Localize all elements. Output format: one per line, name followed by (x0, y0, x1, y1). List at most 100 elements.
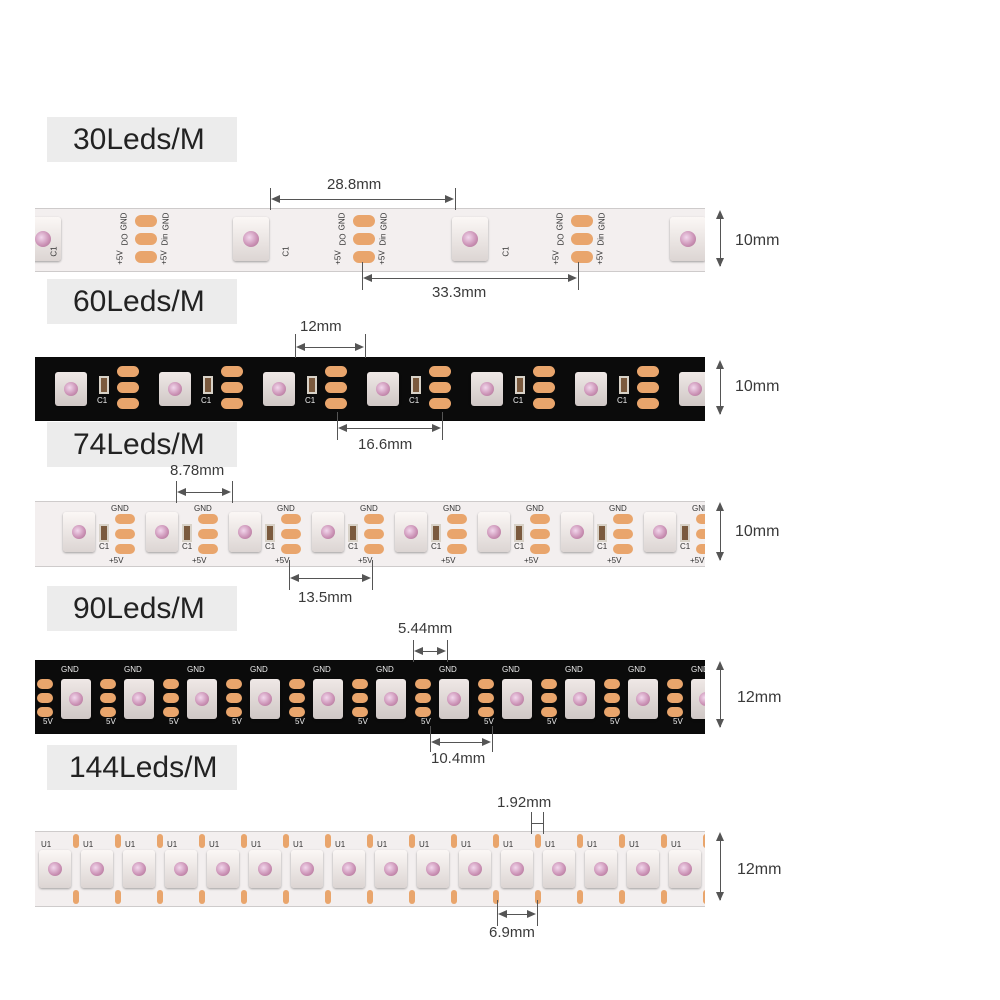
solder-pad (283, 890, 289, 904)
solder-pad (364, 529, 384, 539)
solder-pad (637, 366, 659, 377)
strip-title-box: 60Leds/M (47, 279, 237, 324)
led-lens (69, 692, 83, 706)
solder-pad (199, 890, 205, 904)
dim-line (342, 428, 437, 429)
led-chip (263, 372, 295, 406)
solder-pad (289, 679, 305, 689)
led-chip (313, 679, 343, 719)
led-lens (258, 692, 272, 706)
silkscreen-label: GND (250, 665, 268, 674)
capacitor (680, 524, 690, 542)
height-arrow-up-icon (716, 832, 724, 841)
led-chip (471, 372, 503, 406)
dim-line (501, 914, 533, 915)
silkscreen-label: +5V (524, 556, 539, 565)
silkscreen-label: U1 (587, 840, 598, 849)
solder-pad (409, 890, 415, 904)
led-chip (417, 850, 449, 888)
led-chip (159, 372, 191, 406)
solder-pad (157, 890, 163, 904)
dim-tick (176, 481, 177, 503)
dim-arrow-left-icon (290, 574, 299, 582)
led-lens (272, 382, 286, 396)
silkscreen-label: U1 (41, 840, 52, 849)
silkscreen-label: C1 (431, 542, 442, 551)
solder-pad (241, 890, 247, 904)
strip-title: 90Leds/M (73, 592, 205, 625)
solder-pad (409, 834, 415, 848)
led-chip (644, 512, 676, 552)
silkscreen-label: GND (194, 504, 212, 513)
led-chip (679, 372, 705, 406)
silkscreen-label: C1 (265, 542, 276, 551)
dim-line (300, 347, 360, 348)
dim-arrow-left-icon (431, 738, 440, 746)
height-label: 10mm (735, 378, 780, 395)
solder-pad (415, 693, 431, 703)
silkscreen-label: C1 (597, 542, 608, 551)
led-lens (680, 231, 696, 247)
solder-pad (73, 890, 79, 904)
capacitor (411, 376, 421, 394)
solder-pad (281, 514, 301, 524)
led-lens (699, 692, 705, 706)
solder-pad (533, 382, 555, 393)
solder-pad (115, 890, 121, 904)
led-lens (216, 862, 230, 876)
led-chip (312, 512, 344, 552)
solder-pad (447, 514, 467, 524)
solder-pad (325, 890, 331, 904)
strip-title: 60Leds/M (73, 285, 205, 318)
dim-arrow-left-icon (414, 647, 423, 655)
silkscreen-label: C1 (201, 396, 212, 405)
led-chip (249, 850, 281, 888)
solder-pad (135, 251, 157, 263)
silkscreen-label: GND (628, 665, 646, 674)
solder-pad (163, 707, 179, 717)
solder-pad (115, 514, 135, 524)
led-lens (487, 525, 501, 539)
solder-pad (637, 398, 659, 409)
solder-pad (571, 233, 593, 245)
solder-pad (352, 679, 368, 689)
silkscreen-label: C1 (513, 396, 524, 405)
silkscreen-label: U1 (251, 840, 262, 849)
solder-pad (226, 679, 242, 689)
dim-line (531, 823, 543, 824)
silkscreen-label: C1 (182, 542, 193, 551)
silkscreen-label: GND (565, 665, 583, 674)
led-chip (146, 512, 178, 552)
silkscreen-label: C1 (409, 396, 420, 405)
solder-pad (352, 707, 368, 717)
led-lens (64, 382, 78, 396)
led-chip (367, 372, 399, 406)
led-lens (384, 862, 398, 876)
capacitor (307, 376, 317, 394)
height-label: 10mm (735, 523, 780, 540)
dim-arrow-right-icon (568, 274, 577, 282)
dim-tick (492, 726, 493, 752)
solder-pad (493, 834, 499, 848)
silkscreen-label: GND (609, 504, 627, 513)
dim-top-label: 5.44mm (398, 620, 453, 637)
solder-pad (198, 544, 218, 554)
capacitor (431, 524, 441, 542)
dim-arrow-left-icon (177, 488, 186, 496)
solder-pad (604, 707, 620, 717)
led-chip (502, 679, 532, 719)
silkscreen-label: GND (124, 665, 142, 674)
dim-bottom-label: 16.6mm (358, 436, 413, 453)
strip-title-box: 74Leds/M (47, 422, 237, 467)
solder-pad (325, 366, 347, 377)
dim-bottom-label: 6.9mm (489, 924, 535, 941)
height-arrow-down-icon (716, 892, 724, 901)
solder-pad (117, 366, 139, 377)
height-arrow-up-icon (716, 210, 724, 219)
capacitor (203, 376, 213, 394)
height-label: 12mm (737, 861, 782, 878)
dim-tick (537, 900, 538, 926)
